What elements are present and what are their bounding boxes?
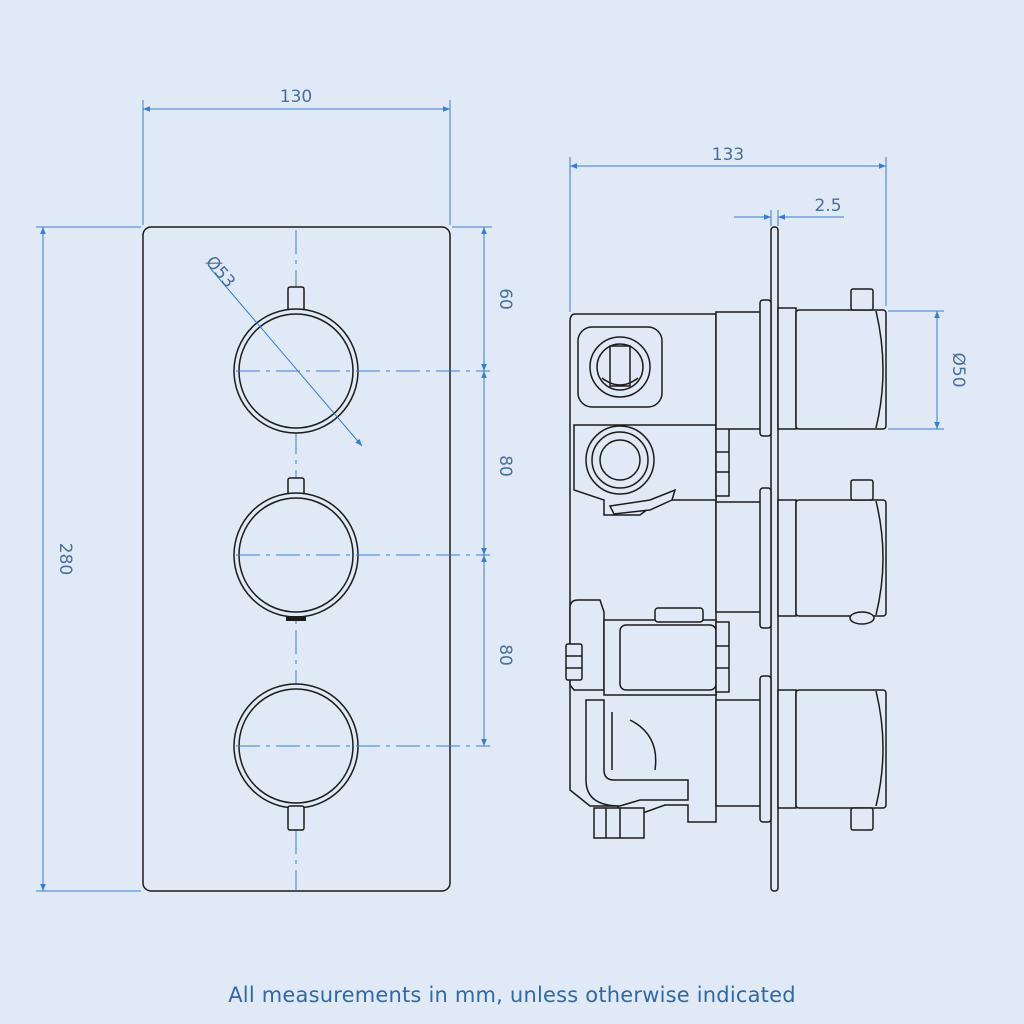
- front-plate: [142, 226, 451, 892]
- knob-diameter-label-front: Ø53: [201, 252, 239, 292]
- bottom-pipe: [585, 699, 689, 839]
- side-view: [565, 226, 887, 892]
- front-knob-top: [233, 286, 359, 434]
- plate-thickness-label: 2.5: [814, 196, 841, 216]
- spacing-label-1: 60: [495, 288, 515, 310]
- knob-diameter-label-side: Ø50: [948, 352, 968, 387]
- spacing-label-3: 80: [495, 644, 515, 666]
- front-knob-bottom: [233, 683, 359, 831]
- lower-cartridge: [565, 599, 730, 696]
- face-plate: [770, 226, 779, 892]
- front-view: Ø53: [142, 226, 490, 892]
- front-knob-middle: [233, 477, 359, 621]
- side-knob-top: [777, 288, 887, 430]
- height-label: 280: [55, 543, 75, 575]
- front-dimensions: 130 280 60 80 80: [36, 87, 515, 892]
- side-knob-bottom: [777, 689, 887, 831]
- measurement-note: All measurements in mm, unless otherwise…: [228, 983, 796, 1007]
- knob-collars: [715, 299, 772, 823]
- top-outlet: [577, 326, 663, 408]
- knob-diameter-line: [209, 267, 363, 447]
- side-dimensions: 133 2.5 Ø50: [569, 145, 968, 430]
- depth-label: 133: [712, 145, 744, 165]
- spacing-label-2: 80: [495, 455, 515, 477]
- middle-outlet: [573, 424, 730, 516]
- width-label: 130: [280, 87, 312, 107]
- side-knob-middle: [777, 479, 887, 625]
